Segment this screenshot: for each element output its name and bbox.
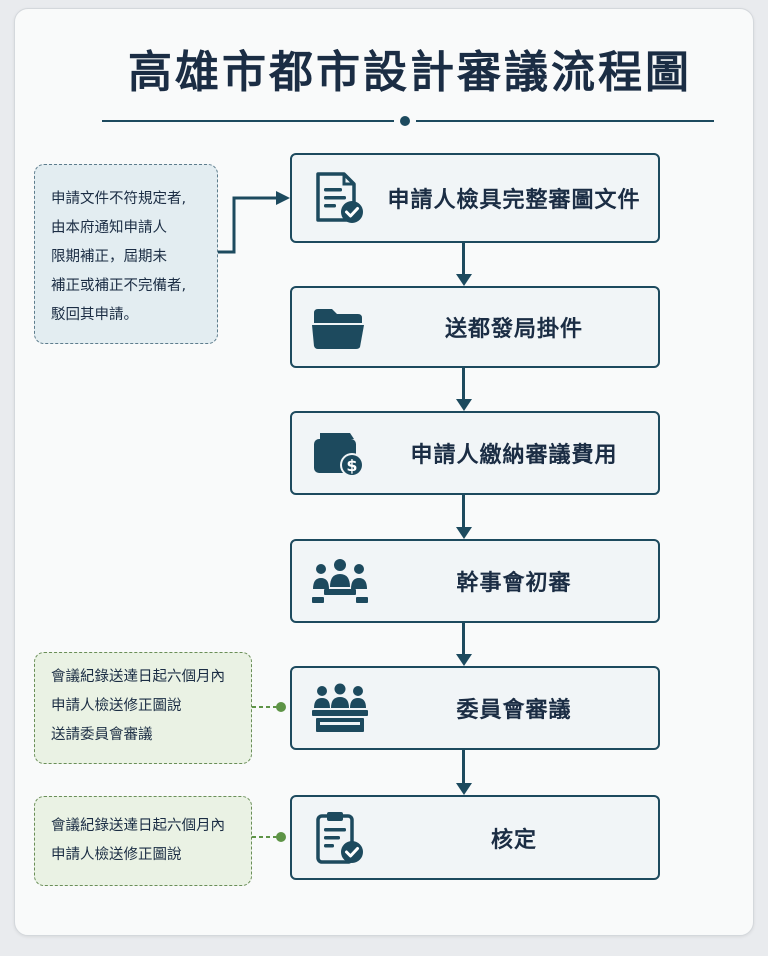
note-line: 限期補正，屆期未 [51, 249, 167, 265]
note-line: 駁回其申請。 [51, 307, 138, 323]
note-line: 申請人檢送修正圖說 [51, 698, 182, 714]
committee-note: 會議紀錄送達日起六個月內 申請人檢送修正圖說 送請委員會審議 [34, 652, 252, 764]
folder-icon [312, 309, 364, 349]
step-label: 委員會審議 [456, 698, 572, 723]
clipboard-check-icon [316, 811, 363, 864]
step-pay-fee: $ 申請人繳納審議費用 [290, 411, 660, 495]
committee-table-icon [312, 683, 368, 732]
meeting-group-icon [312, 559, 368, 603]
step-label: 申請人檢具完整審圖文件 [387, 188, 641, 213]
approval-note: 會議紀錄送達日起六個月內 申請人檢送修正圖說 [34, 796, 252, 886]
note-line: 由本府通知申請人 [51, 220, 167, 236]
svg-text:$: $ [346, 456, 357, 475]
flow-arrow [456, 368, 472, 411]
note-line: 會議紀錄送達日起六個月內 [51, 669, 225, 685]
flow-arrow [456, 750, 472, 795]
wallet-dollar-icon: $ [314, 433, 364, 477]
step-submit-documents: 申請人檢具完整審圖文件 [290, 153, 660, 243]
note-line: 補正或補正不完備者, [51, 278, 187, 294]
title-divider-left [102, 120, 394, 122]
note-line: 會議紀錄送達日起六個月內 [51, 818, 225, 834]
flow-arrow [456, 495, 472, 539]
step-label: 幹事會初審 [456, 571, 572, 596]
title-divider-dot [400, 116, 410, 126]
page-title: 高雄市都市設計審議流程圖 [128, 47, 692, 98]
step-register-case: 送都發局掛件 [290, 286, 660, 368]
step-approval: 核定 [290, 795, 660, 880]
title-divider-right [416, 120, 714, 122]
step-label: 核定 [490, 827, 537, 853]
flow-arrow [456, 243, 472, 286]
step-label: 申請人繳納審議費用 [410, 443, 618, 468]
note-line: 申請人檢送修正圖說 [51, 847, 182, 863]
document-check-icon [316, 172, 363, 223]
note-line: 申請文件不符規定者, [51, 191, 187, 207]
note-line: 送請委員會審議 [51, 727, 153, 743]
flow-arrow [456, 623, 472, 666]
rejection-note: 申請文件不符規定者, 由本府通知申請人 限期補正，屆期未 補正或補正不完備者, … [34, 164, 218, 344]
step-label: 送都發局掛件 [444, 317, 583, 342]
step-staff-review: 幹事會初審 [290, 539, 660, 623]
step-committee-review: 委員會審議 [290, 666, 660, 750]
